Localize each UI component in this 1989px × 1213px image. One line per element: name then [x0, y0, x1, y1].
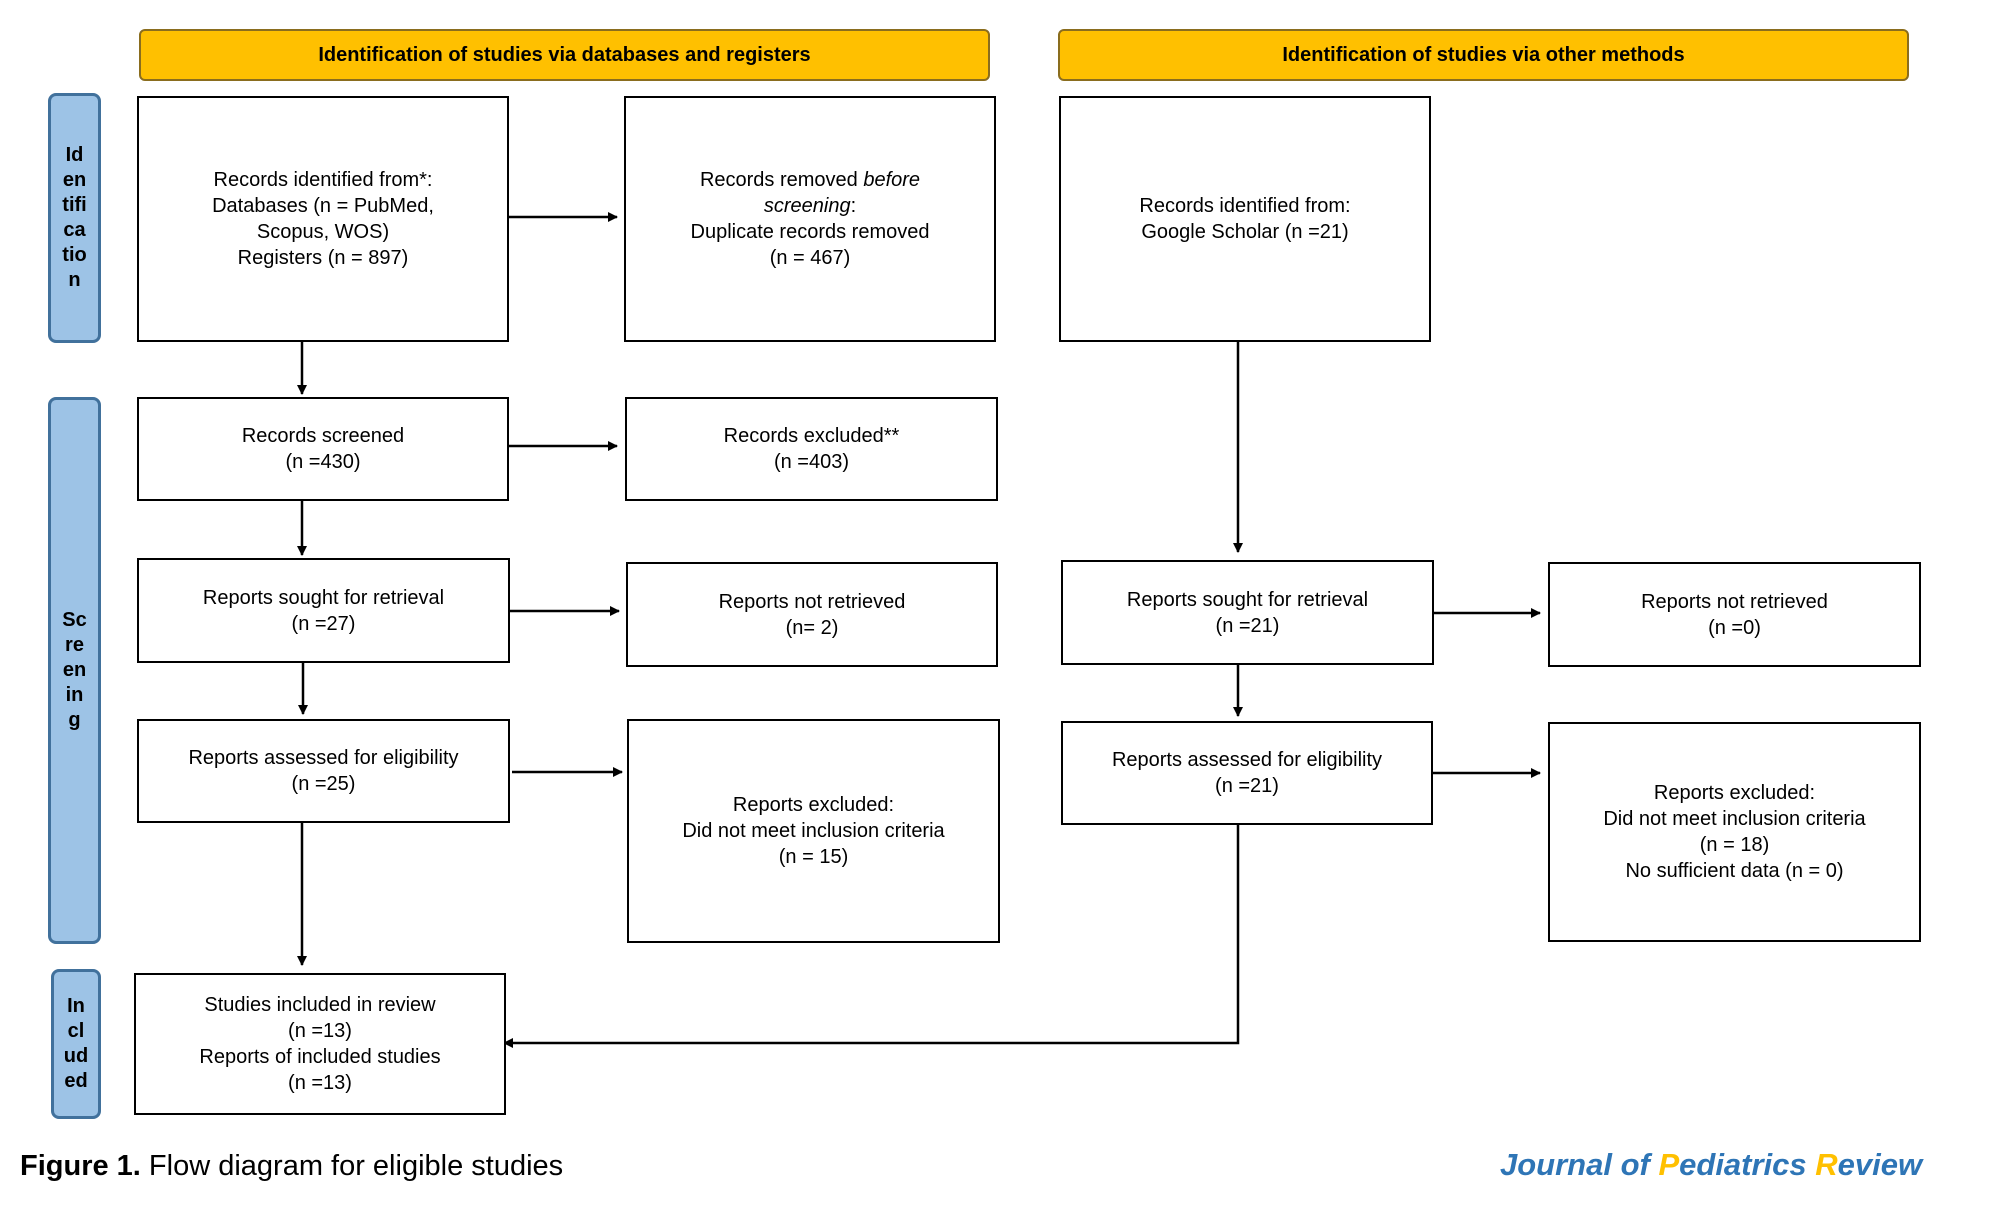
records-excluded-line1: Records excluded**: [723, 425, 900, 447]
phase-screening-label: Sc re en in g: [62, 609, 87, 731]
included-line1: Studies included in review: [204, 994, 436, 1016]
journal-logo-part1: Journal of: [1500, 1147, 1659, 1182]
journal-logo: Journal of Pediatrics Review: [1500, 1147, 1922, 1183]
assessed-right-line2: (n =21): [1215, 775, 1279, 797]
other-identified-line1: Records identified from:: [1139, 195, 1351, 217]
journal-logo-part2: ediatrics: [1679, 1147, 1816, 1182]
arrow-other-to-included: [503, 822, 1240, 1048]
box-reports-not-retrieved-left: Reports not retrieved (n= 2): [626, 562, 998, 667]
assessed-right-line1: Reports assessed for eligibility: [1111, 749, 1383, 771]
box-other-identified: Records identified from: Google Scholar …: [1059, 96, 1431, 342]
box-studies-included: Studies included in review (n =13) Repor…: [134, 973, 506, 1115]
box-records-identified: Records identified from*: Databases (n =…: [137, 96, 509, 342]
assessed-left-line1: Reports assessed for eligibility: [188, 747, 459, 769]
reports-sought-right-line1: Reports sought for retrieval: [1126, 588, 1369, 611]
not-retrieved-left-line1: Reports not retrieved: [718, 590, 906, 613]
excluded-left-line2: Did not meet inclusion criteria: [682, 820, 945, 842]
phase-screening: Sc re en in g: [48, 397, 101, 944]
records-identified-line2: Databases (n = PubMed,: [212, 195, 434, 217]
box-assessed-left: Reports assessed for eligibility (n =25): [137, 719, 510, 823]
box-assessed-right: Reports assessed for eligibility (n =21): [1061, 721, 1433, 825]
header-databases-label: Identification of studies via databases …: [318, 43, 811, 66]
records-excluded-line2: (n =403): [773, 451, 850, 473]
reports-sought-left-line2: (n =27): [291, 612, 356, 635]
records-removed-line4: (n = 467): [769, 247, 851, 269]
journal-logo-part3: eview: [1837, 1147, 1923, 1182]
records-removed-line2: screening:: [763, 195, 857, 217]
reports-sought-left-line1: Reports sought for retrieval: [202, 586, 445, 609]
not-retrieved-right-line2: (n =0): [1708, 616, 1761, 639]
figure-caption-label: Figure 1.: [20, 1150, 141, 1182]
box-reports-not-retrieved-right: Reports not retrieved (n =0): [1548, 562, 1921, 667]
reports-sought-right-line2: (n =21): [1215, 614, 1280, 637]
phase-identification-label: Id en tifi ca tio n: [62, 144, 87, 291]
phase-included: In cl ud ed: [51, 969, 101, 1119]
not-retrieved-right-line1: Reports not retrieved: [1641, 590, 1828, 613]
journal-logo-p: P: [1658, 1147, 1680, 1182]
header-databases: Identification of studies via databases …: [139, 29, 990, 81]
box-records-screened: Records screened (n =430): [137, 397, 509, 501]
box-records-removed: Records removed before screening: Duplic…: [624, 96, 996, 342]
phase-identification: Id en tifi ca tio n: [48, 93, 101, 343]
other-identified-line2: Google Scholar (n =21): [1141, 221, 1349, 243]
header-other-methods-label: Identification of studies via other meth…: [1282, 43, 1685, 66]
assessed-left-line2: (n =25): [291, 773, 356, 795]
box-excluded-left: Reports excluded: Did not meet inclusion…: [627, 719, 1000, 943]
records-screened-line2: (n =430): [285, 451, 361, 473]
excluded-right-line1: Reports excluded:: [1653, 782, 1816, 804]
included-line2: (n =13): [288, 1020, 352, 1042]
not-retrieved-left-line2: (n= 2): [785, 616, 839, 639]
records-removed-line3: Duplicate records removed: [690, 221, 930, 243]
phase-included-label: In cl ud ed: [63, 995, 89, 1092]
included-line4: (n =13): [288, 1072, 352, 1094]
records-removed-line1: Records removed before: [699, 169, 921, 191]
excluded-left-line1: Reports excluded:: [732, 794, 895, 816]
box-excluded-right: Reports excluded: Did not meet inclusion…: [1548, 722, 1921, 942]
excluded-left-line3: (n = 15): [778, 846, 849, 868]
excluded-right-line4: No sufficient data (n = 0): [1625, 860, 1844, 882]
included-line3: Reports of included studies: [199, 1046, 441, 1068]
records-screened-line1: Records screened: [241, 425, 405, 447]
box-records-excluded: Records excluded** (n =403): [625, 397, 998, 501]
journal-logo-r: R: [1815, 1147, 1838, 1182]
records-identified-line1: Records identified from*:: [213, 169, 433, 191]
excluded-right-line3: (n = 18): [1699, 834, 1770, 856]
box-reports-sought-right: Reports sought for retrieval (n =21): [1061, 560, 1434, 665]
box-reports-sought-left: Reports sought for retrieval (n =27): [137, 558, 510, 663]
records-identified-line4: Registers (n = 897): [237, 247, 409, 269]
header-other-methods: Identification of studies via other meth…: [1058, 29, 1909, 81]
figure-caption: Figure 1. Flow diagram for eligible stud…: [20, 1150, 563, 1183]
records-identified-line3: Scopus, WOS): [256, 221, 390, 243]
figure-caption-text: Flow diagram for eligible studies: [140, 1150, 564, 1182]
excluded-right-line2: Did not meet inclusion criteria: [1603, 808, 1866, 830]
